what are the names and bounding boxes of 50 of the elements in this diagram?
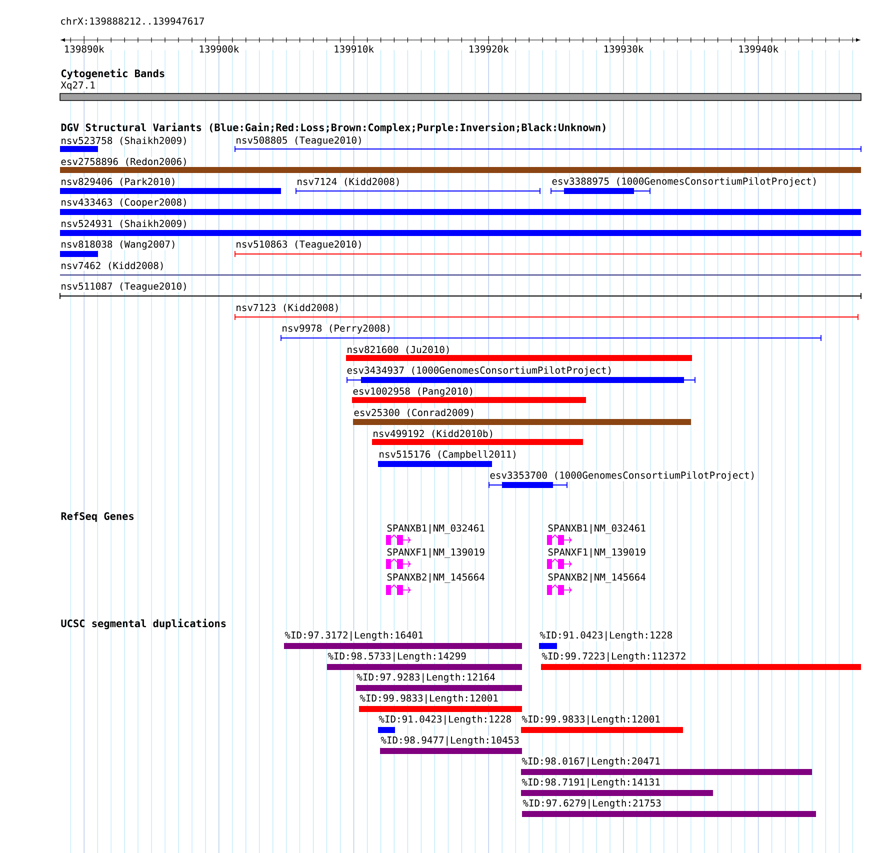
variant-label: nsv7124 (Kidd2008) [296, 177, 402, 187]
variant-label: nsv510863 (Teague2010) [235, 240, 364, 250]
band-label: Xq27.1 [60, 80, 96, 92]
variant-label: esv3353700 (1000GenomesConsortiumPilotProject) [489, 470, 756, 482]
variant-label: %ID:97.9283|Length:12164 [356, 672, 496, 684]
variant-label: nsv523758 (Shaikh2009) [60, 136, 188, 146]
gene-label: SPANXB1|NM_032461 [386, 524, 486, 534]
variant-label: %ID:97.3172|Length:16401 [284, 630, 424, 642]
gene-label: SPANXB1|NM_032461 [547, 524, 646, 534]
variant-label: esv3388975 (1000GenomesConsortiumPilotProject) [551, 176, 818, 188]
variant-label: nsv511087 (Teague2010) [60, 282, 188, 292]
variant-label: %ID:91.0423|Length:1228 [539, 630, 674, 642]
variant-label: nsv7123 (Kidd2008) [235, 303, 340, 313]
tick-label: 139910k [334, 45, 374, 53]
gene-label: SPANXB2|NM_145664 [386, 572, 486, 584]
tick-label: 139900k [198, 45, 240, 53]
region-label: chrX:139888212..139947617 [61, 17, 204, 25]
track-heading: RefSeq Genes [61, 512, 134, 522]
variant-label: %ID:98.7191|Length:14131 [521, 778, 661, 788]
variant-label: %ID:98.9477|Length:10453 [380, 736, 520, 746]
variant-label: nsv508805 (Teague2010) [235, 136, 364, 146]
variant-label: nsv499192 (Kidd2010b) [372, 429, 495, 439]
variant-label: %ID:91.0423|Length:1228 [378, 714, 512, 726]
variant-label: %ID:99.7223|Length:112372 [541, 652, 687, 662]
variant-label: nsv9978 (Perry2008) [281, 324, 392, 334]
tick-label: 139930k [603, 45, 644, 53]
variant-label: %ID:99.9833|Length:12001 [521, 714, 661, 726]
track-heading: DGV Structural Variants (Blue:Gain;Red:Loss;Brown:Complex;Purple:Inversion;Black:Unknown) [61, 122, 606, 134]
variant-label: %ID:98.0167|Length:20471 [521, 756, 661, 768]
tick-label: 139920k [468, 45, 509, 53]
gene-label: SPANXB2|NM_145664 [547, 572, 646, 584]
variant-label: %ID:97.6279|Length:21753 [522, 798, 662, 810]
variant-label: esv2758896 (Redon2006) [60, 157, 188, 167]
track-heading: UCSC segmental duplications [61, 618, 226, 630]
gene-label: SPANXF1|NM_139019 [547, 548, 646, 558]
variant-label: nsv7462 (Kidd2008) [60, 261, 166, 271]
tick-label: 139940k [738, 45, 779, 53]
variant-label: nsv515176 (Campbell2011) [378, 450, 518, 460]
variant-label: nsv829406 (Park2010) [60, 177, 177, 187]
variant-label: nsv433463 (Cooper2008) [60, 198, 188, 208]
variant-label: nsv524931 (Shaikh2009) [60, 219, 188, 229]
variant-label: nsv821600 (Ju2010) [346, 345, 452, 355]
tick-label: 139890k [64, 45, 104, 53]
variant-label: esv3434937 (1000GenomesConsortiumPilotProject) [346, 366, 614, 376]
variant-label: %ID:98.5733|Length:14299 [327, 652, 467, 662]
variant-label: esv1002958 (Pang2010) [352, 386, 475, 398]
gene-label: SPANXF1|NM_139019 [386, 548, 486, 558]
variant-label: %ID:99.9833|Length:12001 [359, 694, 499, 704]
variant-label: esv25300 (Conrad2009) [353, 408, 476, 418]
variant-label: nsv818038 (Wang2007) [60, 240, 177, 250]
